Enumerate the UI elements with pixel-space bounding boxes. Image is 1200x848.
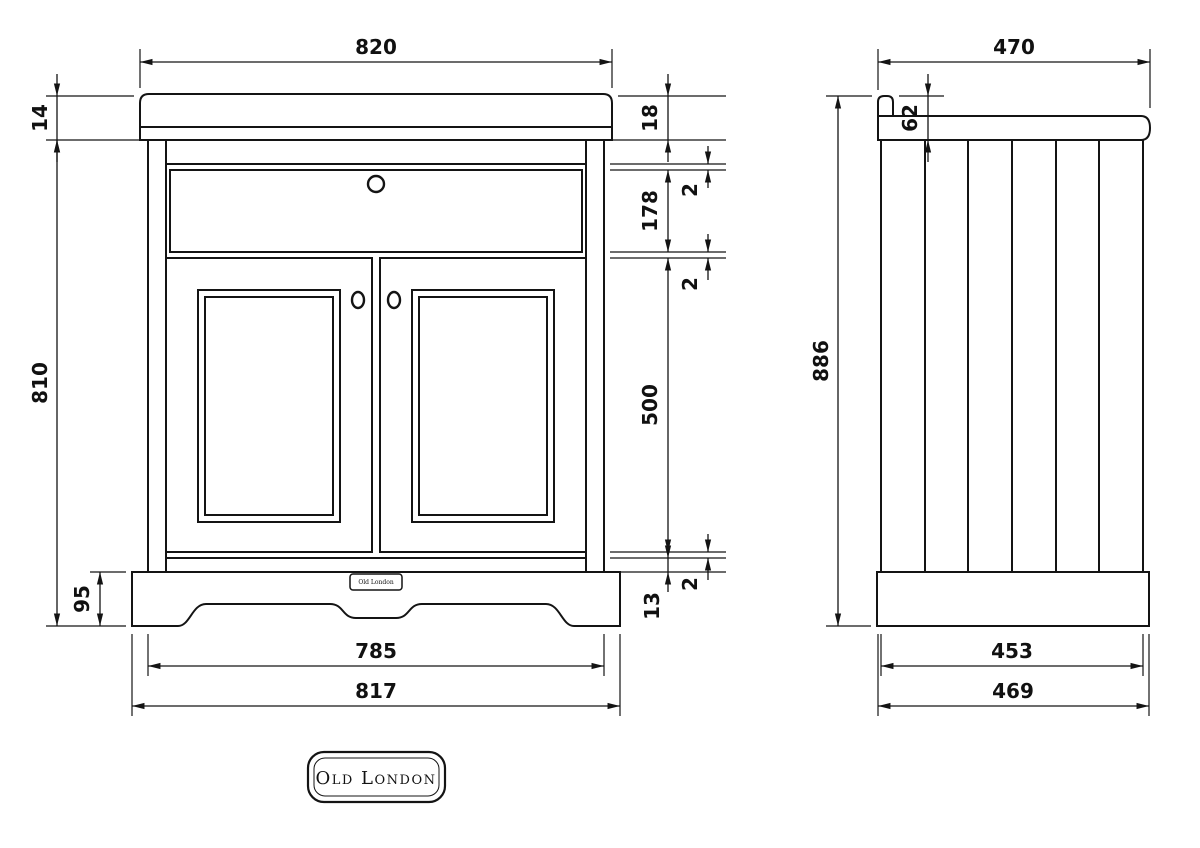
dim-label-door-height: 500	[638, 384, 662, 426]
dim-label-side-worktop-thickness: 62	[898, 104, 922, 132]
side-dimensions: 470 62 886 453 469	[809, 35, 1151, 716]
right-door-panel	[411, 289, 555, 523]
dim-label-plinth-height: 95	[70, 585, 94, 613]
dim-overall-width: 817	[131, 634, 621, 716]
drawer-front	[169, 169, 583, 253]
plinth	[131, 571, 621, 627]
dim-overall-height: 886	[809, 95, 872, 627]
dim-side-worktop-thickness: 62	[898, 74, 944, 162]
cabinet-body	[147, 139, 605, 573]
brand-logo-outer-border	[306, 750, 447, 804]
dim-plinth-depth: 469	[877, 634, 1150, 716]
dim-label-top-width: 820	[355, 35, 397, 59]
dim-cabinet-depth: 453	[880, 634, 1144, 676]
dim-door-height: 500	[610, 258, 726, 553]
dim-label-gap-below-drawer: 2	[678, 277, 702, 291]
dim-label-worktop-thickness: 14	[28, 104, 52, 132]
dim-cabinet-width: 785	[147, 634, 605, 676]
left-door-handle	[350, 290, 366, 310]
dim-gap-below-drawer: 2	[610, 234, 726, 291]
side-plinth	[876, 571, 1150, 627]
dim-worktop-thickness: 14	[28, 74, 142, 162]
dim-worktop-depth: 470	[877, 35, 1151, 108]
brand-logo: Old London	[306, 750, 447, 804]
dim-worktop-front-edge: 18	[610, 74, 726, 162]
brand-logo-label: Old London	[316, 768, 437, 789]
dim-drawer-front-height: 178	[610, 170, 726, 253]
dim-label-cabinet-depth: 453	[991, 639, 1033, 663]
dim-label-gap-above-drawer: 2	[678, 183, 702, 197]
dim-label-drawer-front-height: 178	[638, 190, 662, 232]
dim-gap-below-door: 2	[610, 534, 726, 591]
right-door-handle	[386, 290, 402, 310]
dim-bottom-rail-height: 13	[610, 540, 726, 620]
left-door-panel	[197, 289, 341, 523]
front-dimensions: 820 14 810 95	[28, 35, 726, 716]
dim-total-height: 810	[28, 140, 126, 627]
dim-label-worktop-depth: 470	[993, 35, 1035, 59]
dim-label-total-height: 810	[28, 362, 52, 404]
dim-label-overall-width: 817	[355, 679, 397, 703]
front-view: Old London	[131, 93, 621, 627]
brand-plaque	[349, 573, 403, 591]
right-door-panel-inner	[418, 296, 548, 516]
side-view	[876, 95, 1152, 627]
brand-logo-inner-border	[313, 757, 440, 797]
left-door	[165, 257, 373, 553]
dim-label-cabinet-width: 785	[355, 639, 397, 663]
dim-top-width: 820	[139, 35, 613, 88]
brand-plaque-label: Old London	[358, 579, 394, 586]
dim-plinth-height: 95	[70, 571, 126, 626]
dim-label-overall-height: 886	[809, 340, 833, 382]
dim-label-plinth-depth: 469	[992, 679, 1034, 703]
dim-label-worktop-front-edge: 18	[638, 104, 662, 132]
dim-label-bottom-rail-height: 13	[640, 592, 664, 620]
side-upstand	[877, 95, 894, 116]
front-worktop	[139, 93, 613, 141]
dim-label-gap-below-door: 2	[678, 577, 702, 591]
left-door-panel-inner	[204, 296, 334, 516]
drawer-knob	[366, 174, 386, 194]
right-door	[379, 257, 587, 553]
